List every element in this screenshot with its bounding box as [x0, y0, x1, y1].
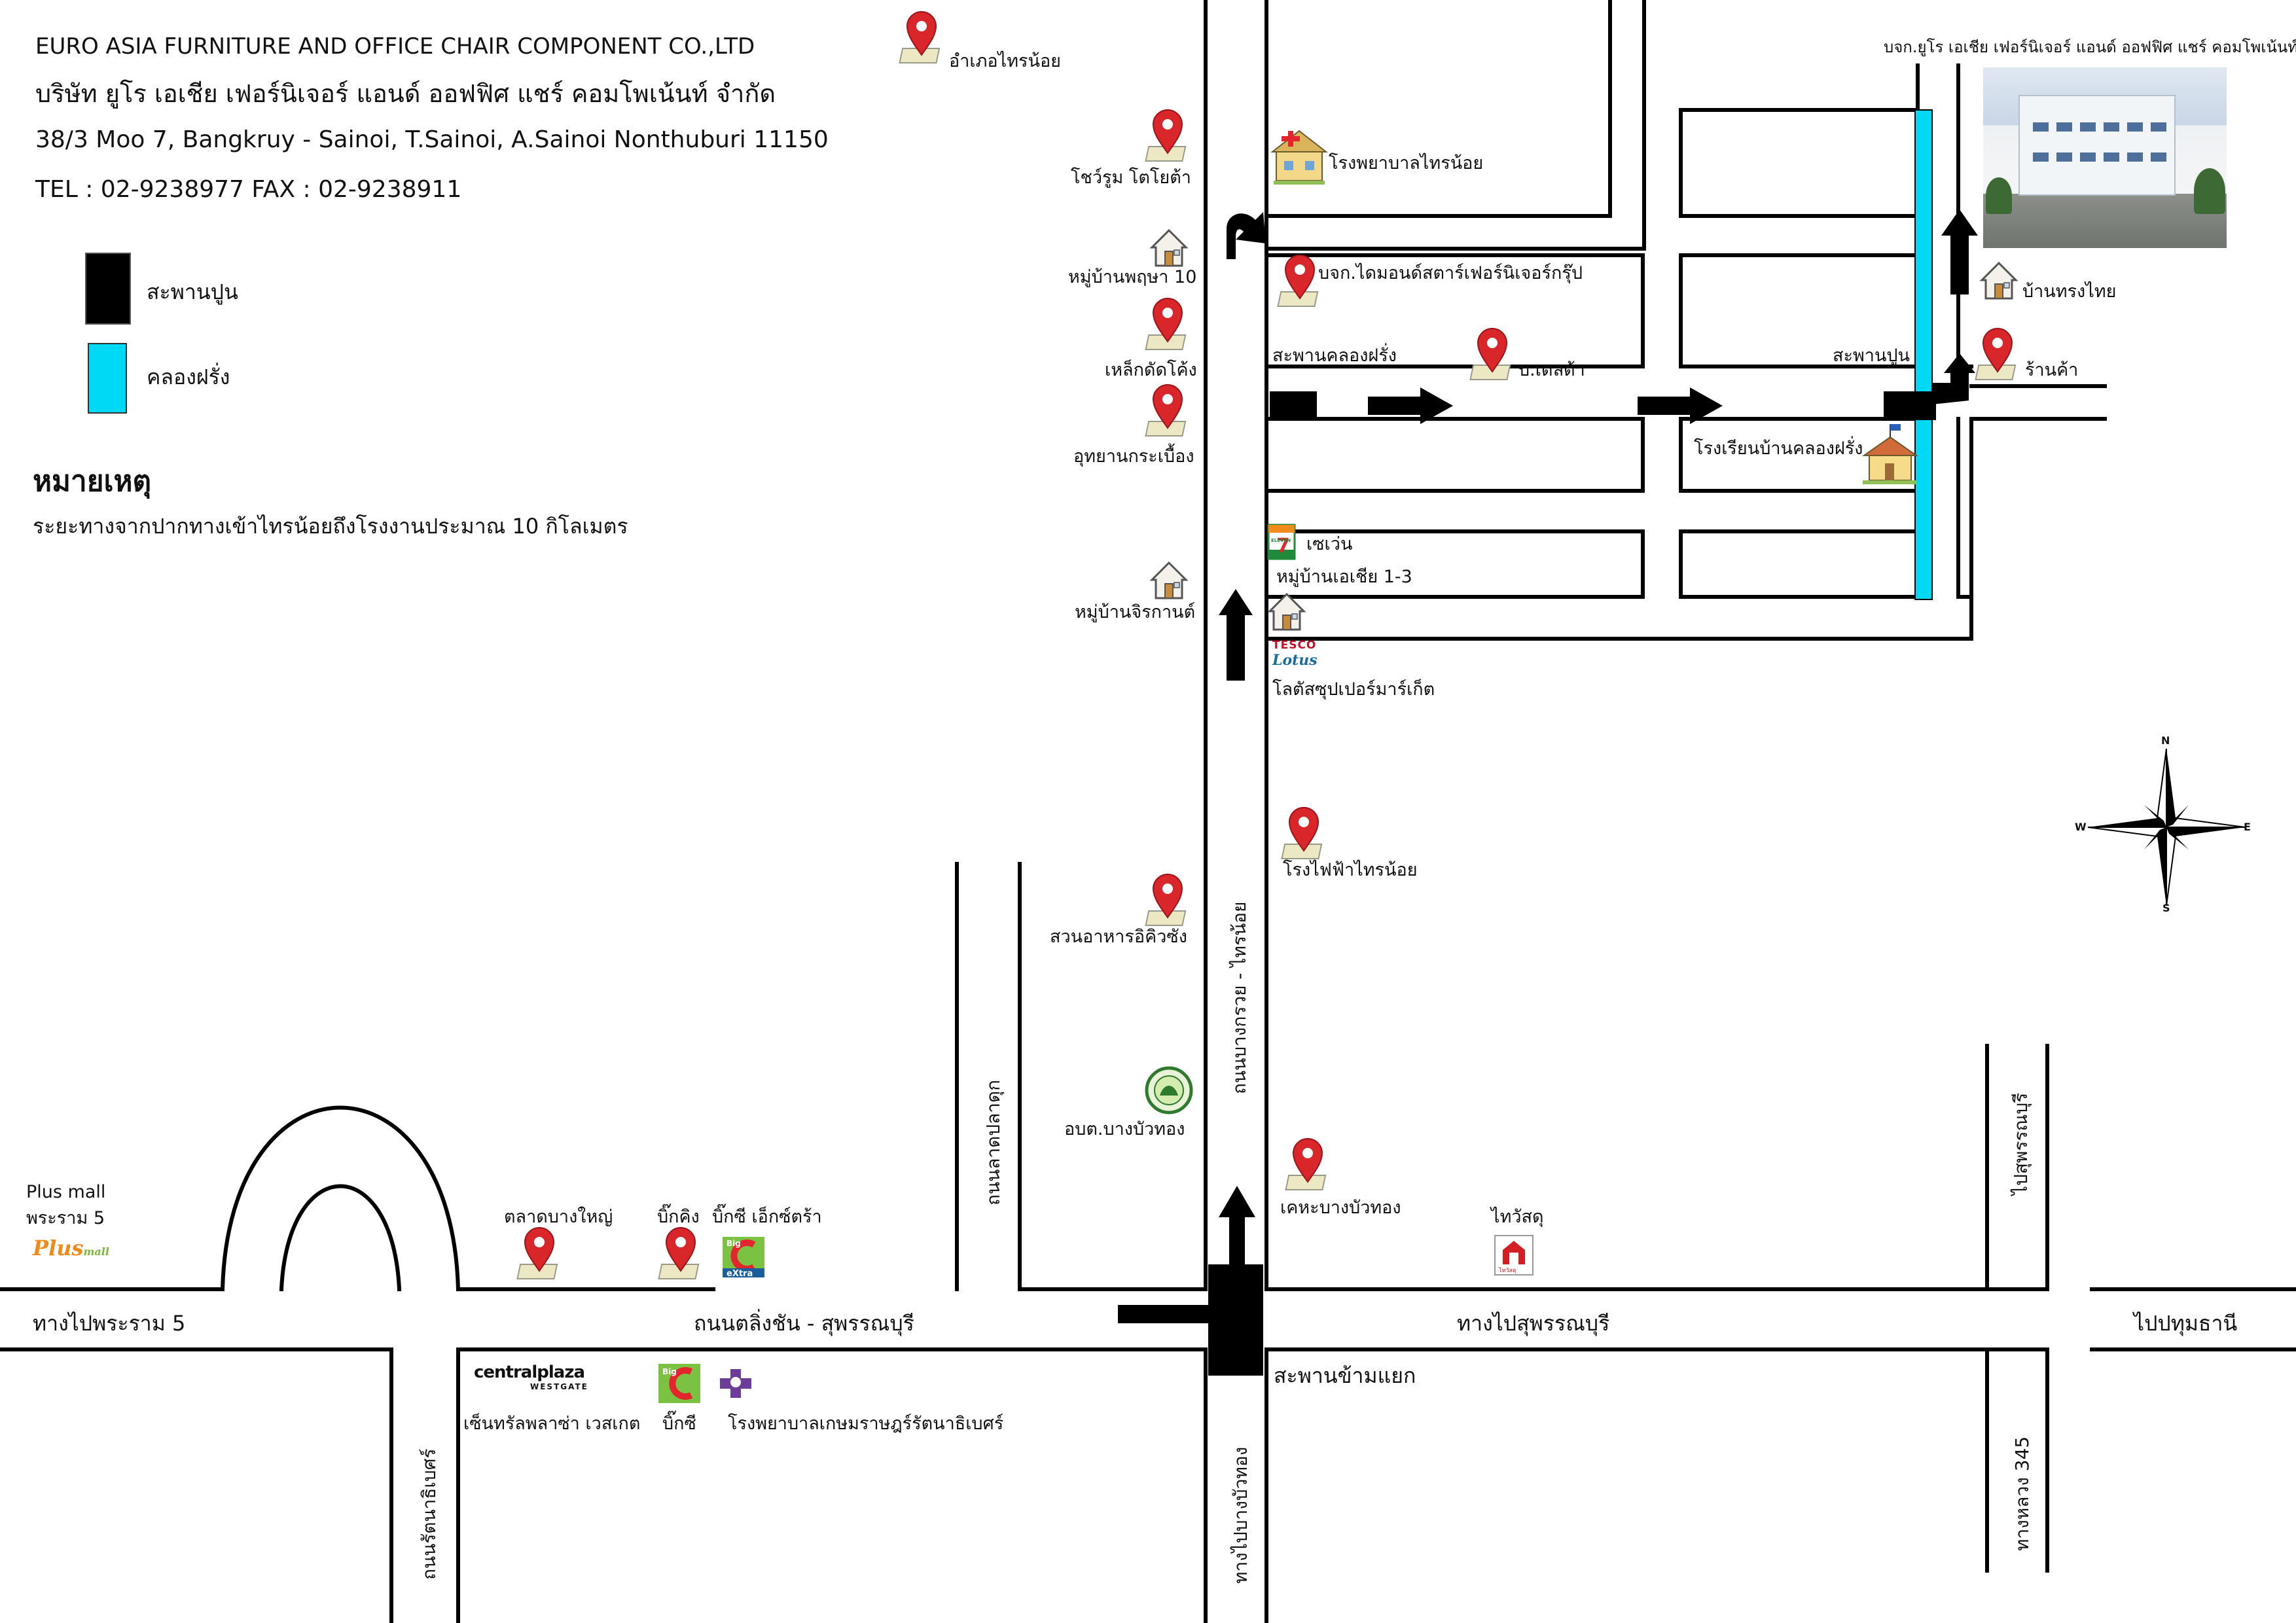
- label-diamondstar: บจก.ไดมอนด์สตาร์เฟอร์นิเจอร์กรุ๊ป: [1318, 263, 1583, 283]
- legend-swatch-canal: [88, 343, 127, 414]
- road-to-pathum: ไปปทุมธานี: [2134, 1311, 2238, 1336]
- label-bigking: บิ๊กคิง: [657, 1207, 700, 1227]
- road-talad-pladuk: ถนนลาดปลาดุก: [982, 1079, 1004, 1205]
- seven-word: ELEVEN: [1271, 538, 1291, 543]
- label-lotus: โลตัสซุปเปอร์มาร์เก็ต: [1272, 679, 1435, 700]
- thaiwatsadu-mark: ไทวัสดุ: [1498, 1267, 1516, 1274]
- label-sainoi-hospital: โรงพยาบาลไทรน้อย: [1329, 153, 1484, 173]
- company-name-th: บริษัท ยูโร เอเชีย เฟอร์นิเจอร์ แอนด์ ออ…: [35, 79, 776, 108]
- road-to-suphan: ทางไปสุพรรณบุรี: [1457, 1311, 1610, 1336]
- road-to-suphan-side: ไปสุพรรณบุรี: [2010, 1092, 2032, 1195]
- legend-label-canal: คลองฝรั่ง: [147, 365, 230, 389]
- label-delta: บ.เดลต้า: [1518, 360, 1585, 380]
- legend-swatch-cement-bridge: [85, 253, 131, 325]
- label-shop: ร้านค้า: [2025, 360, 2079, 380]
- label-kheha: เคหะบางบัวทอง: [1280, 1198, 1401, 1218]
- bigc-extra-logo: Big eXtra: [723, 1237, 764, 1279]
- road-to-rama5: ทางไปพระราม 5: [33, 1311, 186, 1336]
- road-rattanathibet: ถนนรัตนาธิเบศร์: [418, 1448, 440, 1580]
- label-steel: เหล็กดัดโค้ง: [1105, 360, 1197, 380]
- bigc-logo: Big: [658, 1364, 700, 1403]
- compass-e: E: [2244, 821, 2251, 833]
- label-thaiwatsadu: ไทวัสดุ: [1491, 1207, 1544, 1227]
- khlong-farang-bridge: สะพานคลองฝรั่ง: [1272, 346, 1397, 366]
- plus-mall-logo: Plusmall: [33, 1236, 109, 1260]
- label-jiraganta: หมู่บ้านจิรกานต์: [1075, 602, 1196, 622]
- tesco-lotus-logo: TESCO Lotus: [1272, 639, 1318, 669]
- label-rama5: พระราม 5: [26, 1208, 105, 1228]
- road-main: ถนนตลิ่งชัน - สุพรรณบุรี: [694, 1311, 914, 1336]
- bigc-extra-word: eXtra: [726, 1269, 753, 1279]
- canal: [1914, 109, 1933, 600]
- central-plaza-logo: centralplaza WESTGATE: [474, 1363, 588, 1391]
- factory-photo: [1983, 67, 2227, 248]
- label-plus-mall: Plus mall: [26, 1182, 106, 1202]
- company-address: 38/3 Moo 7, Bangkruy - Sainoi, T.Sainoi,…: [35, 126, 829, 153]
- seven-eleven-logo: 7 ELEVEN: [1267, 524, 1296, 560]
- hospital-icon: [1270, 130, 1328, 185]
- label-asia-village: หมู่บ้านเอเชีย 1-3: [1276, 567, 1412, 587]
- road-bangkruay-sainoi: ถนนบางกรวย - ไทรน้อย: [1229, 901, 1250, 1094]
- label-sainoi-district: อำเภอไทรน้อย: [949, 51, 1061, 71]
- label-bangyai-market: ตลาดบางใหญ่: [504, 1207, 613, 1227]
- seven-mark: 7: [1276, 535, 1290, 558]
- label-obt: อบต.บางบัวทอง: [1064, 1119, 1185, 1139]
- road-bridge-junction: สะพานข้ามแยก: [1274, 1363, 1416, 1388]
- label-school: โรงเรียนบ้านคลองฝรั่ง: [1694, 438, 1863, 459]
- obt-seal: [1145, 1066, 1193, 1115]
- thaiwatsadu-logo: ไทวัสดุ: [1494, 1235, 1534, 1275]
- kasemrad-logo: [720, 1369, 751, 1398]
- bigc-extra-big: Big: [726, 1239, 741, 1248]
- label-central: เซ็นทรัลพลาซ่า เวสเกต: [463, 1414, 641, 1434]
- bridges: [1118, 391, 1936, 1376]
- cement-bridge-label: สะพานปูน: [1833, 346, 1910, 366]
- company-name-en: EURO ASIA FURNITURE AND OFFICE CHAIR COM…: [35, 33, 755, 60]
- direction-arrows: [1219, 209, 1978, 1270]
- bigc-big: Big: [662, 1367, 677, 1376]
- label-phruksa10: หมู่บ้านพฤษา 10: [1068, 267, 1197, 287]
- label-toyota: โชว์รูม โตโยต้า: [1071, 168, 1191, 188]
- label-kasemrad: โรงพยาบาลเกษมราษฎร์รัตนาธิเบศร์: [728, 1414, 1004, 1434]
- photo-caption: บจก.ยูโร เอเชีย เฟอร์นิเจอร์ แอนด์ ออฟฟิ…: [1884, 38, 2296, 56]
- label-bigc: บิ๊กซี: [662, 1414, 696, 1434]
- label-bigc-extra: บิ๊กซี เอ็กซ์ตร้า: [712, 1207, 822, 1227]
- school-icon: [1861, 424, 1919, 484]
- label-power: โรงไฟฟ้าไทรน้อย: [1283, 860, 1418, 880]
- road-to-bangbuathong: ทางไปบางบัวทอง: [1230, 1446, 1251, 1584]
- road-highway-345: ทางหลวง 345: [2011, 1436, 2033, 1551]
- label-tile-park: อุทยานกระเบื้อง: [1073, 446, 1194, 467]
- label-thai-house: บ้านทรงไทย: [2022, 281, 2117, 302]
- compass-n: N: [2161, 734, 2170, 747]
- company-phone: TEL : 02-9238977 FAX : 02-9238911: [35, 176, 462, 203]
- note-title: หมายเหตุ: [33, 465, 152, 498]
- compass-w: W: [2075, 821, 2087, 833]
- note-text: ระยะทางจากปากทางเข้าไทรน้อยถึงโรงงานประม…: [33, 514, 628, 539]
- label-restaurant: สวนอาหารอิคิวซัง: [1050, 927, 1187, 947]
- compass-rose: [2087, 748, 2246, 906]
- compass-s: S: [2162, 902, 2170, 914]
- label-seven: เซเว่น: [1306, 534, 1353, 554]
- legend-label-cement-bridge: สะพานปูน: [147, 279, 238, 304]
